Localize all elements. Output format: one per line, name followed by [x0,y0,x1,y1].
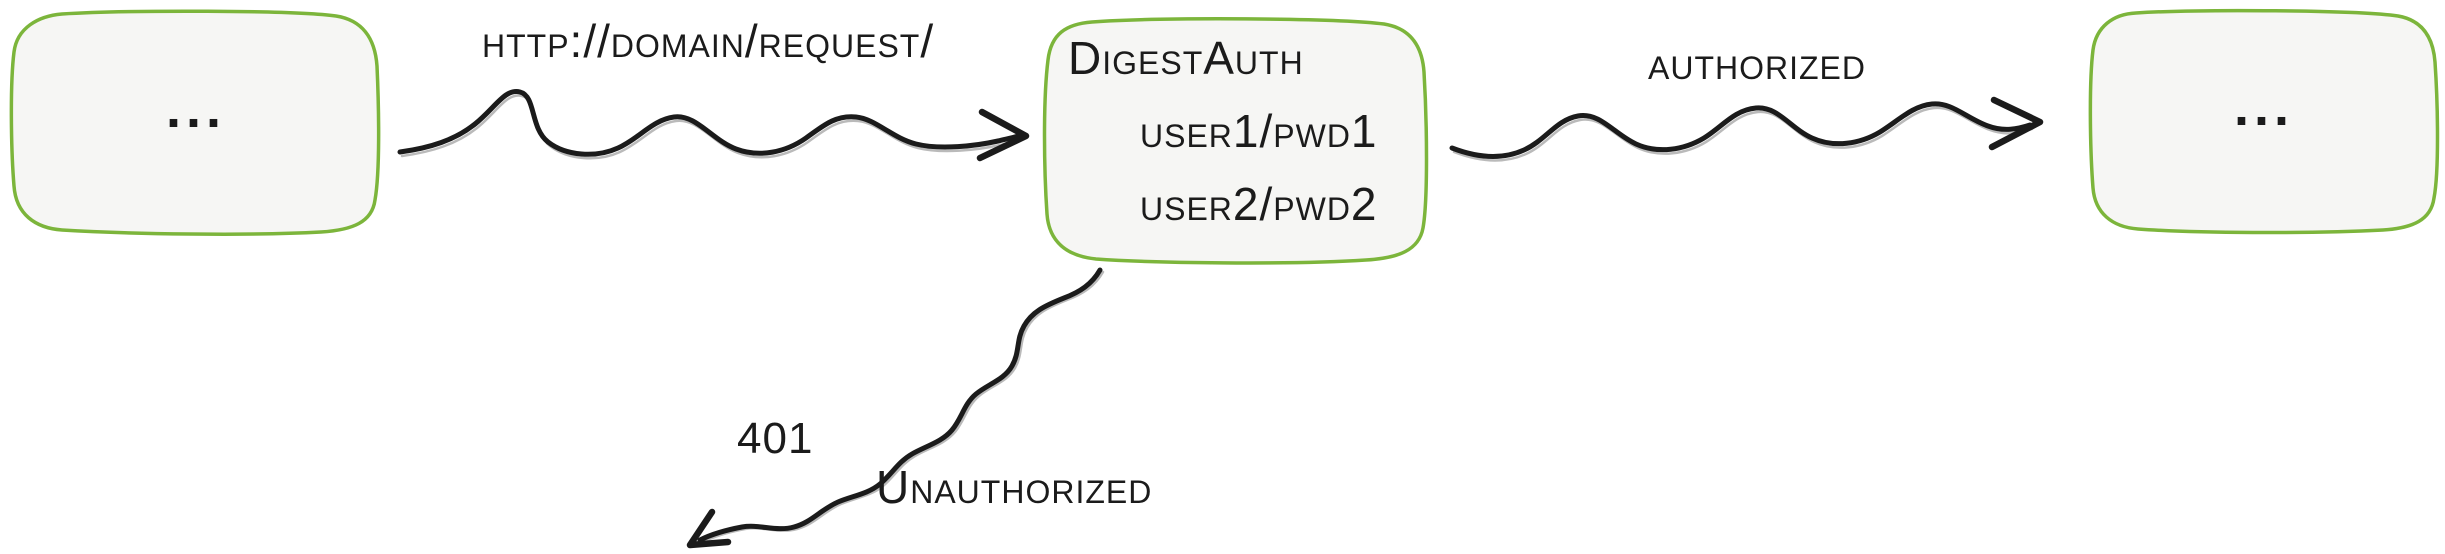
request-label: http://domain/request/ [482,15,935,67]
request-arrowhead [976,108,1030,162]
server-credential-2: user2/pwd2 [1140,178,1378,230]
authorized-label: authorized [1648,37,1866,89]
right-node-ellipsis: ... [2233,77,2294,137]
left-node-ellipsis: ... [165,79,226,139]
authorized-arrowhead [1988,96,2044,151]
unauthorized-arrow [697,267,1103,543]
server-node-text: DigestAuth user1/pwd1 user2/pwd2 [1062,22,1378,241]
left-node-box [9,9,381,236]
authorized-arrow-echo [1452,106,2034,162]
right-node: ... [2088,10,2440,232]
right-node-box [2088,8,2440,235]
server-node-box [1042,17,1429,265]
request-arrow-echo [400,94,1022,160]
unauthorized-arrowhead [686,508,732,549]
request-arrow [397,89,1021,157]
left-node: ... [10,10,382,236]
unauthorized-label: Unauthorized [876,461,1153,513]
status-code-label: 401 [737,414,814,463]
server-title: DigestAuth [1068,32,1304,84]
unauthorized-arrow-echo [701,270,1105,544]
authorized-arrow [1449,101,2033,160]
server-credential-1: user1/pwd1 [1140,105,1378,157]
